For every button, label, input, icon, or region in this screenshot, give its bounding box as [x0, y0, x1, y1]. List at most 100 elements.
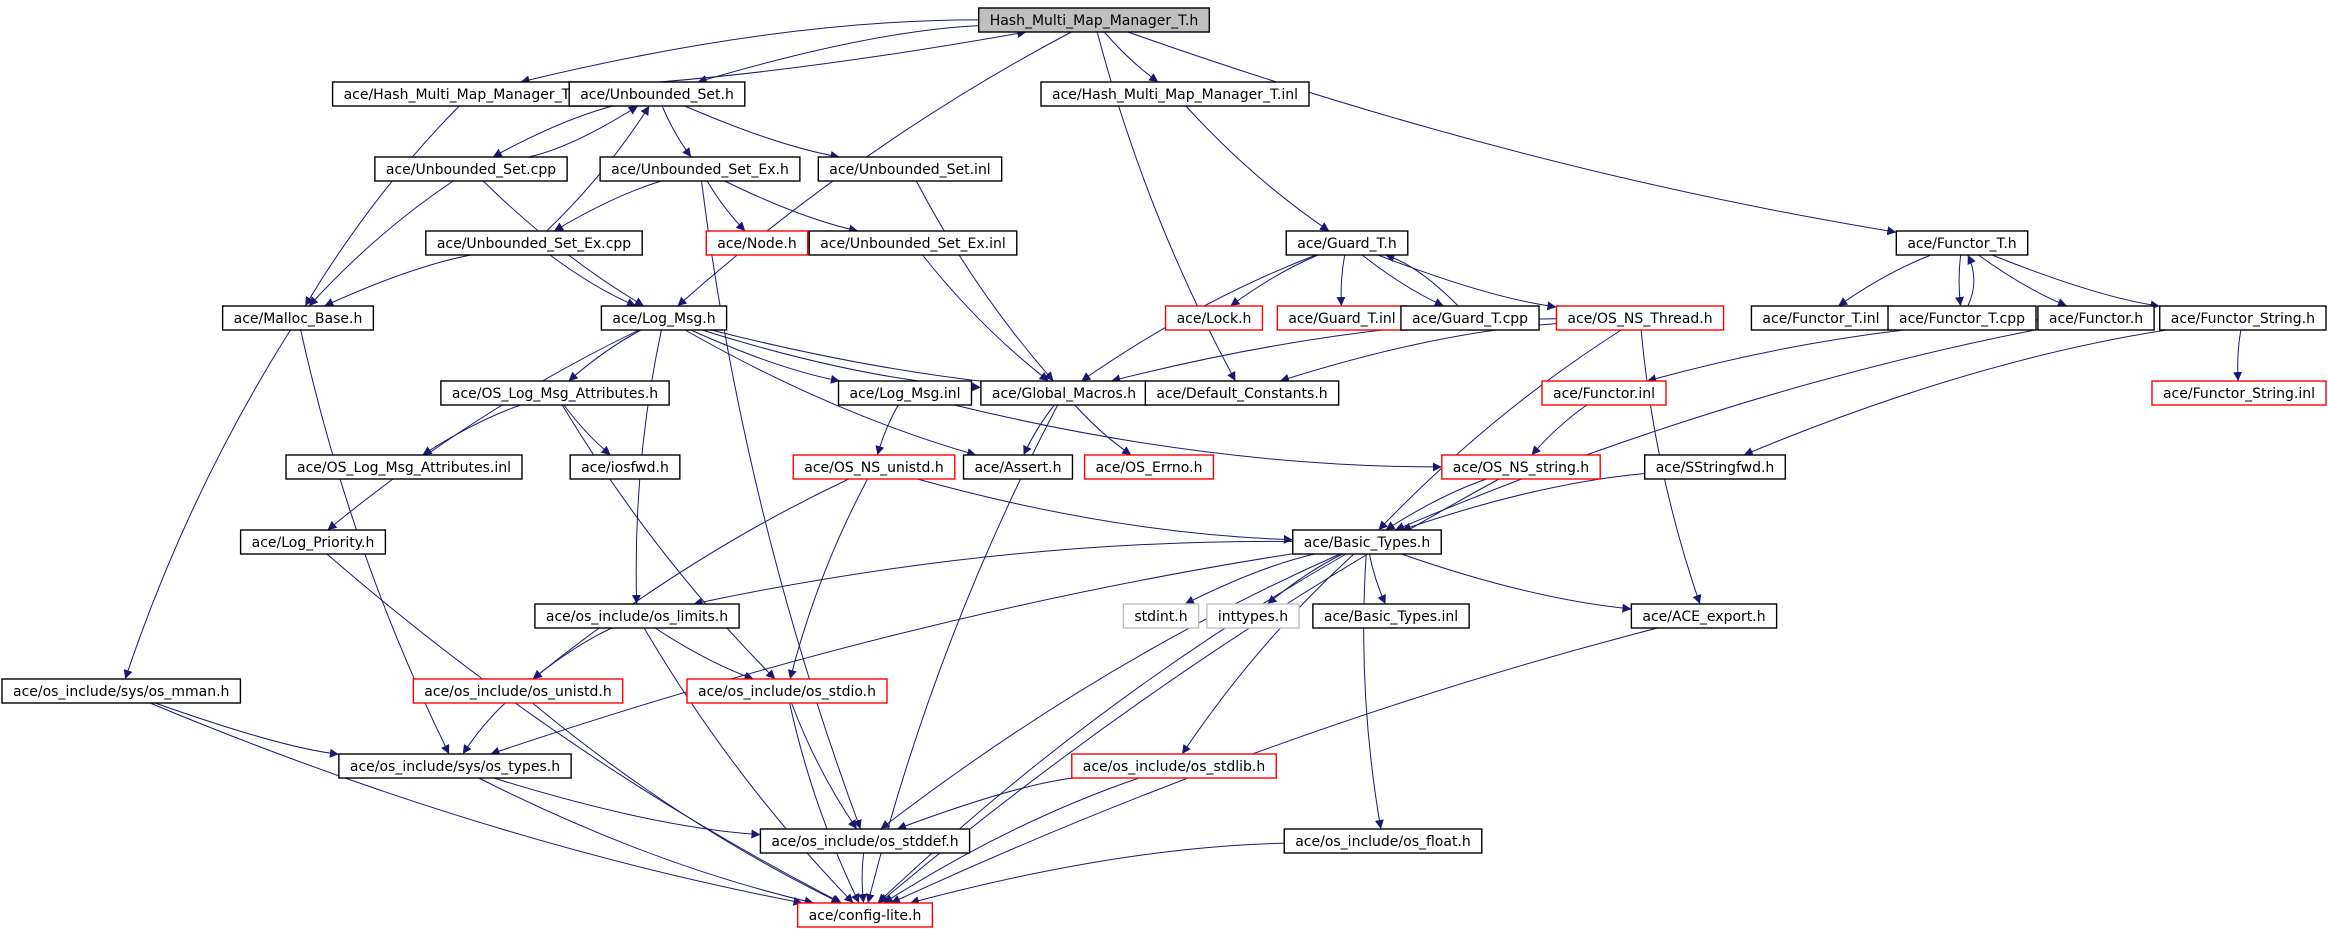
node-hmm-cpp[interactable]: ace/Hash_Multi_Map_Manager_T.cpp: [331, 81, 611, 107]
node-logprio-h[interactable]: ace/Log_Priority.h: [239, 529, 387, 555]
node-functor-str-h[interactable]: ace/Functor_String.h: [2159, 305, 2327, 331]
node-systypes-h[interactable]: ace/os_include/sys/os_types.h: [338, 753, 572, 779]
node-box[interactable]: [1292, 529, 1442, 555]
node-functor-t-inl[interactable]: ace/Functor_T.inl: [1750, 305, 1892, 331]
node-box[interactable]: [1441, 454, 1601, 480]
node-functor-t-h[interactable]: ace/Functor_T.h: [1895, 230, 2029, 256]
node-box[interactable]: [285, 454, 523, 480]
node-box[interactable]: [1040, 81, 1310, 107]
node-configlite-h[interactable]: ace/config-lite.h: [796, 902, 934, 928]
node-basictypes-h[interactable]: ace/Basic_Types.h: [1292, 529, 1442, 555]
node-sysmman-h[interactable]: ace/os_include/sys/os_mman.h: [1, 678, 242, 704]
node-aceexport-h[interactable]: ace/ACE_export.h: [1630, 603, 1778, 629]
node-usex-h[interactable]: ace/Unbounded_Set_Ex.h: [599, 156, 801, 182]
node-node-h[interactable]: ace/Node.h: [705, 230, 809, 256]
node-box[interactable]: [1541, 380, 1667, 406]
node-globmac-h[interactable]: ace/Global_Macros.h: [980, 380, 1148, 406]
node-box[interactable]: [1083, 454, 1215, 480]
node-root[interactable]: Hash_Multi_Map_Manager_T.h: [977, 7, 1211, 33]
node-usex-cpp[interactable]: ace/Unbounded_Set_Ex.cpp: [425, 230, 643, 256]
node-box[interactable]: [2037, 305, 2155, 331]
node-logmsg-inl[interactable]: ace/Log_Msg.inl: [837, 380, 973, 406]
node-box[interactable]: [759, 828, 971, 854]
node-box[interactable]: [1283, 828, 1483, 854]
node-functor-h[interactable]: ace/Functor.h: [2037, 305, 2155, 331]
node-osns-string[interactable]: ace/OS_NS_string.h: [1441, 454, 1601, 480]
node-box[interactable]: [425, 230, 643, 256]
node-oserrno-h[interactable]: ace/OS_Errno.h: [1083, 454, 1215, 480]
node-guard-h[interactable]: ace/Guard_T.h: [1285, 230, 1409, 256]
node-box[interactable]: [600, 305, 728, 331]
node-malloc-h[interactable]: ace/Malloc_Base.h: [221, 305, 375, 331]
node-stdint-h[interactable]: stdint.h: [1122, 603, 1200, 629]
node-box[interactable]: [792, 454, 956, 480]
node-box[interactable]: [412, 678, 624, 704]
node-box[interactable]: [1071, 753, 1277, 779]
node-osfloat-h[interactable]: ace/os_include/os_float.h: [1283, 828, 1483, 854]
node-box[interactable]: [1276, 305, 1408, 331]
node-box[interactable]: [2151, 380, 2327, 406]
node-functor-str-inl[interactable]: ace/Functor_String.inl: [2151, 380, 2327, 406]
node-box[interactable]: [1555, 305, 1725, 331]
node-box[interactable]: [338, 753, 572, 779]
node-usex-inl[interactable]: ace/Unbounded_Set_Ex.inl: [808, 230, 1018, 256]
node-us-inl[interactable]: ace/Unbounded_Set.inl: [817, 156, 1003, 182]
node-oslimits-h[interactable]: ace/os_include/os_limits.h: [534, 603, 740, 629]
node-us-cpp[interactable]: ace/Unbounded_Set.cpp: [374, 156, 568, 182]
node-box[interactable]: [817, 156, 1003, 182]
node-box[interactable]: [568, 81, 746, 107]
node-box[interactable]: [837, 380, 973, 406]
node-box[interactable]: [1285, 230, 1409, 256]
node-box[interactable]: [1122, 603, 1200, 629]
node-box[interactable]: [331, 81, 611, 107]
node-box[interactable]: [1206, 603, 1300, 629]
node-box[interactable]: [599, 156, 801, 182]
node-osunistd-h[interactable]: ace/os_include/os_unistd.h: [412, 678, 624, 704]
node-osns-thread[interactable]: ace/OS_NS_Thread.h: [1555, 305, 1725, 331]
node-sstringfwd-h[interactable]: ace/SStringfwd.h: [1643, 454, 1787, 480]
node-box[interactable]: [1887, 305, 2037, 331]
node-guard-inl[interactable]: ace/Guard_T.inl: [1276, 305, 1408, 331]
node-box[interactable]: [1630, 603, 1778, 629]
node-box[interactable]: [705, 230, 809, 256]
node-box[interactable]: [2159, 305, 2327, 331]
node-hmm-inl[interactable]: ace/Hash_Multi_Map_Manager_T.inl: [1040, 81, 1310, 107]
node-defconst-h[interactable]: ace/Default_Constants.h: [1144, 380, 1340, 406]
node-box[interactable]: [440, 380, 670, 406]
node-box[interactable]: [239, 529, 387, 555]
node-box[interactable]: [569, 454, 681, 480]
node-functor-inl[interactable]: ace/Functor.inl: [1541, 380, 1667, 406]
node-oslogattr-inl[interactable]: ace/OS_Log_Msg_Attributes.inl: [285, 454, 523, 480]
node-basictypes-inl[interactable]: ace/Basic_Types.inl: [1312, 603, 1470, 629]
node-box[interactable]: [1895, 230, 2029, 256]
node-box[interactable]: [962, 454, 1074, 480]
node-us-h[interactable]: ace/Unbounded_Set.h: [568, 81, 746, 107]
node-box[interactable]: [1164, 305, 1264, 331]
node-box[interactable]: [221, 305, 375, 331]
node-osstdio-h[interactable]: ace/os_include/os_stdio.h: [686, 678, 888, 704]
node-assert-h[interactable]: ace/Assert.h: [962, 454, 1074, 480]
node-box[interactable]: [686, 678, 888, 704]
node-guard-cpp[interactable]: ace/Guard_T.cpp: [1400, 305, 1540, 331]
node-box[interactable]: [1643, 454, 1787, 480]
node-lock-h[interactable]: ace/Lock.h: [1164, 305, 1264, 331]
node-box[interactable]: [1, 678, 242, 704]
node-functor-t-cpp[interactable]: ace/Functor_T.cpp: [1887, 305, 2037, 331]
node-box[interactable]: [1144, 380, 1340, 406]
node-box[interactable]: [980, 380, 1148, 406]
node-box[interactable]: [1400, 305, 1540, 331]
edge-guard_h-to-osns_thread: [1377, 254, 1557, 311]
node-box[interactable]: [534, 603, 740, 629]
node-osstddef-h[interactable]: ace/os_include/os_stddef.h: [759, 828, 971, 854]
node-box[interactable]: [796, 902, 934, 928]
node-box[interactable]: [977, 7, 1211, 33]
node-oslogattr-h[interactable]: ace/OS_Log_Msg_Attributes.h: [440, 380, 670, 406]
node-box[interactable]: [374, 156, 568, 182]
node-osns-unistd[interactable]: ace/OS_NS_unistd.h: [792, 454, 956, 480]
node-box[interactable]: [1312, 603, 1470, 629]
node-logmsg-h[interactable]: ace/Log_Msg.h: [600, 305, 728, 331]
node-box[interactable]: [808, 230, 1018, 256]
node-inttypes-h[interactable]: inttypes.h: [1206, 603, 1300, 629]
node-osstdlib-h[interactable]: ace/os_include/os_stdlib.h: [1071, 753, 1277, 779]
node-iosfwd-h[interactable]: ace/iosfwd.h: [569, 454, 681, 480]
